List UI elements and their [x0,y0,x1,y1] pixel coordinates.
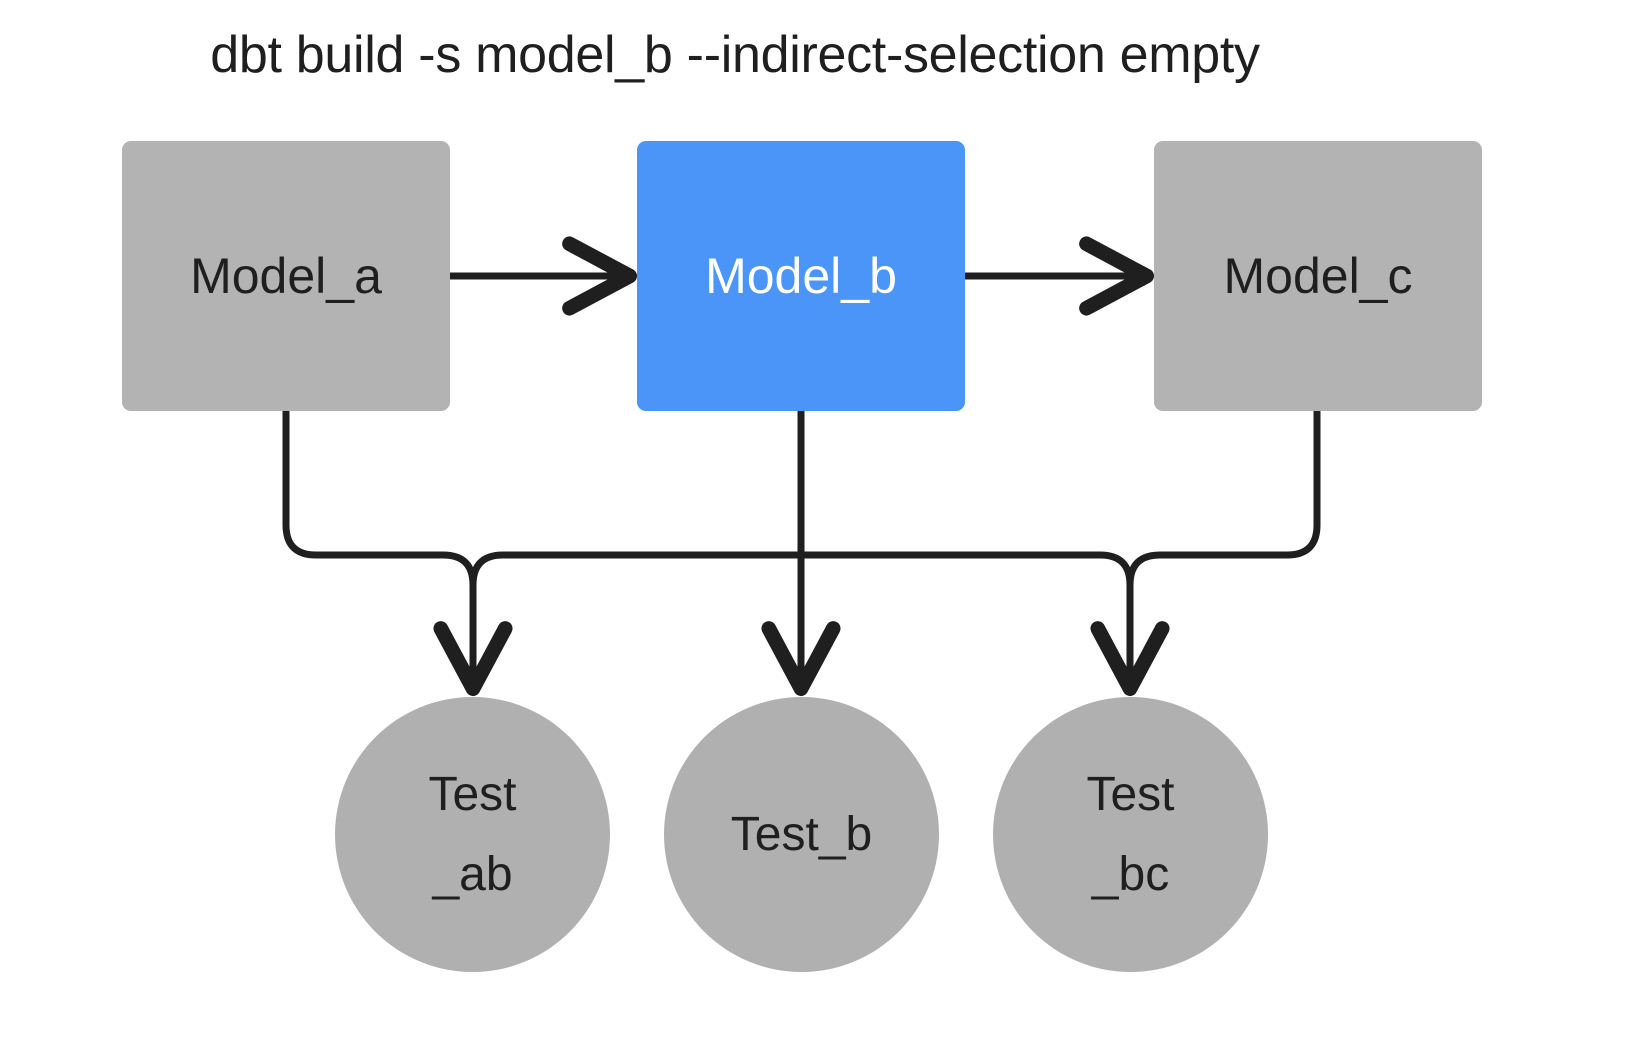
node-model-c-label: Model_c [1223,248,1413,304]
node-test-b-label-line1: Test_b [730,807,873,861]
diagram-title: dbt build -s model_b --indirect-selectio… [210,26,1260,84]
edge-model-a-to-test-ab [282,411,513,697]
node-model-c[interactable]: Model_c [1154,141,1482,411]
edge-model-b-to-test-ab [469,551,801,586]
node-test-bc-label-line1: Test [1086,768,1175,822]
node-test-bc-label-line2: _bc [1091,847,1170,901]
node-model-a-label: Model_a [190,248,382,304]
node-model-b-label: Model_b [705,248,897,304]
node-test-ab[interactable]: Test _ab [335,697,610,972]
node-test-bc[interactable]: Test _bc [993,697,1268,972]
node-model-b[interactable]: Model_b [637,141,965,411]
node-test-ab-label-line1: Test [428,768,517,822]
edge-model-c-to-test-bc [1126,411,1321,586]
node-test-ab-label-line2: _ab [432,847,513,901]
node-test-b[interactable]: Test_b [664,697,939,972]
edge-model-b-to-test-bc [801,551,1170,697]
node-model-a[interactable]: Model_a [122,141,450,411]
